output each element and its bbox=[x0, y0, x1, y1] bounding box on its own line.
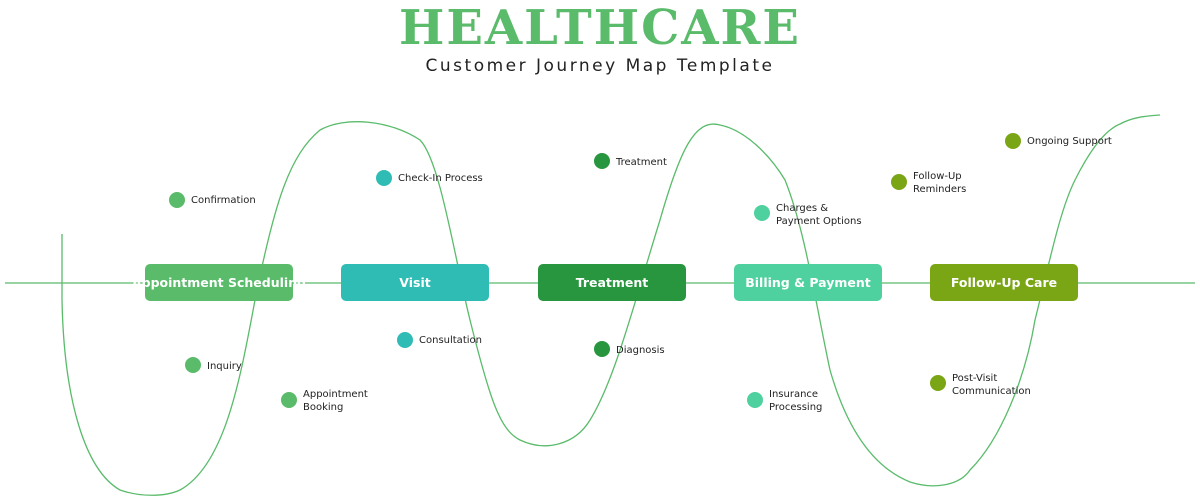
touchpoint-dot bbox=[891, 174, 907, 190]
touchpoint-dot bbox=[376, 170, 392, 186]
touchpoint-label-consultation: Consultation bbox=[419, 335, 482, 346]
touchpoint-dot bbox=[281, 392, 297, 408]
touchpoint-dot bbox=[747, 392, 763, 408]
page-title: HEALTHCARE bbox=[398, 0, 801, 56]
touchpoint-dot bbox=[1005, 133, 1021, 149]
touchpoint-label-diagnosis: Diagnosis bbox=[616, 345, 665, 356]
stage-visit: Visit bbox=[341, 264, 489, 301]
journey-curve bbox=[61, 114, 1161, 496]
touchpoint-label-confirmation: Confirmation bbox=[191, 195, 256, 206]
stage-billing-payment: Billing & Payment bbox=[734, 264, 882, 301]
touchpoint-dot bbox=[169, 192, 185, 208]
touchpoint-label-ongoing-support: Ongoing Support bbox=[1027, 136, 1112, 147]
stage-treatment: Treatment bbox=[538, 264, 686, 301]
touchpoint-label-inquiry: Inquiry bbox=[207, 361, 242, 372]
touchpoint-dot bbox=[594, 153, 610, 169]
touchpoint-label-treatment: Treatment bbox=[616, 157, 667, 168]
touchpoint-label-charges: Charges &Payment Options bbox=[776, 203, 862, 227]
stage-follow-up-care: Follow-Up Care bbox=[930, 264, 1078, 301]
touchpoint-label-check-in: Check-In Process bbox=[398, 173, 483, 184]
touchpoint-dot bbox=[397, 332, 413, 348]
stage-appointment-scheduling: Appointment Scheduling bbox=[132, 264, 306, 301]
page-subtitle: Customer Journey Map Template bbox=[425, 56, 775, 76]
touchpoint-dot bbox=[754, 205, 770, 221]
touchpoint-dot bbox=[594, 341, 610, 357]
touchpoint-dot bbox=[185, 357, 201, 373]
touchpoint-dot bbox=[930, 375, 946, 391]
